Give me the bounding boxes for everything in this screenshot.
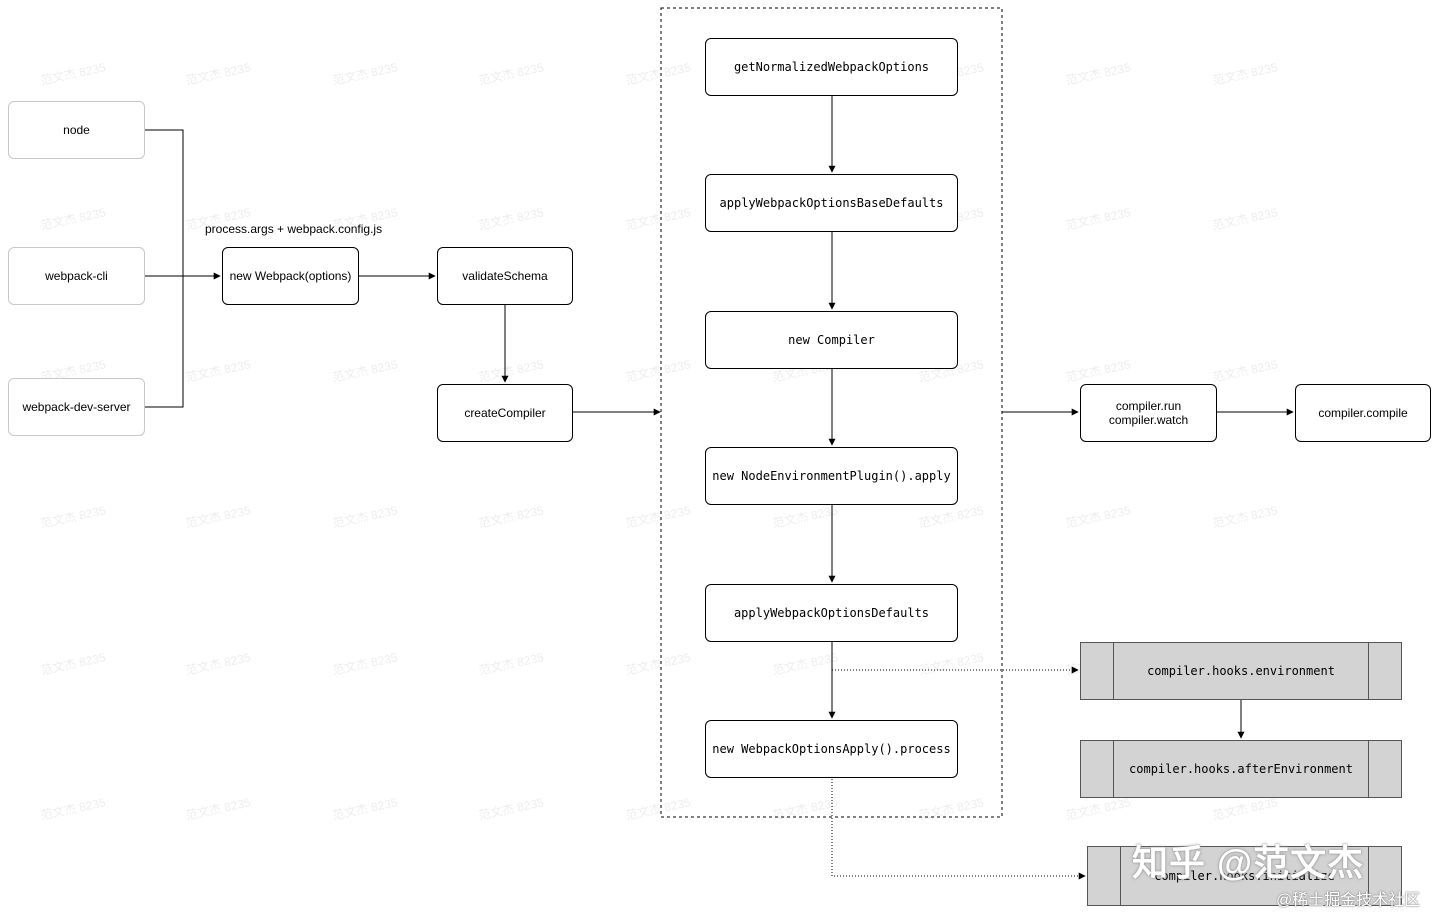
node-node: node <box>8 101 145 159</box>
node-get-normalized-options: getNormalizedWebpackOptions <box>705 38 958 96</box>
node-validate-schema: validateSchema <box>437 247 573 305</box>
node-hooks-environment: compiler.hooks.environment <box>1080 642 1402 700</box>
edge-inputs-to-new-webpack <box>145 129 221 408</box>
node-node-env-plugin: new NodeEnvironmentPlugin().apply <box>705 447 958 505</box>
node-hooks-initialize: compiler.hooks.initialize <box>1087 846 1402 906</box>
watermark-zhihu: 知乎 @范文杰 <box>1132 842 1365 883</box>
edge-options-apply-to-hooks-initialize <box>831 779 1086 880</box>
node-create-compiler: createCompiler <box>437 384 573 442</box>
node-webpack-cli: webpack-cli <box>8 247 145 305</box>
node-options-apply-process: new WebpackOptionsApply().process <box>705 720 958 778</box>
node-new-compiler: new Compiler <box>705 311 958 369</box>
node-apply-defaults: applyWebpackOptionsDefaults <box>705 584 958 642</box>
node-new-webpack: new Webpack(options) <box>222 247 359 305</box>
edge-label-process-args: process.args + webpack.config.js <box>205 222 383 236</box>
node-compiler-compile: compiler.compile <box>1295 384 1431 442</box>
node-compiler-run-watch: compiler.run compiler.watch <box>1080 384 1217 442</box>
node-apply-base-defaults: applyWebpackOptionsBaseDefaults <box>705 174 958 232</box>
watermark-juejin: @稀土掘金技术社区 <box>1276 892 1421 909</box>
node-hooks-after-environment: compiler.hooks.afterEnvironment <box>1080 740 1402 798</box>
node-webpack-dev-server: webpack-dev-server <box>8 378 145 436</box>
